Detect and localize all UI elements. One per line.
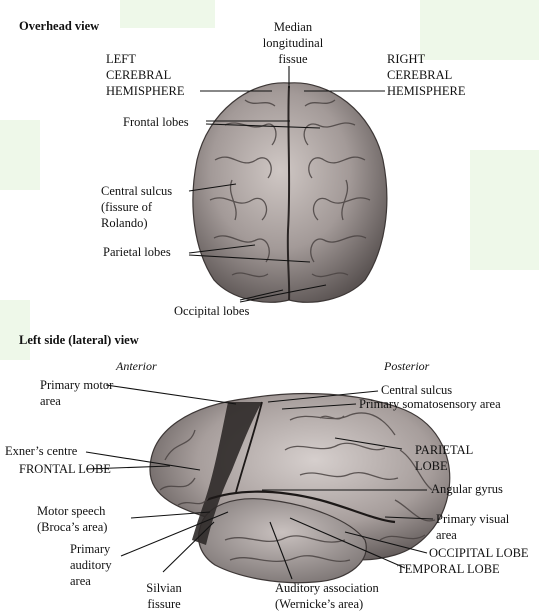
primary-visual-area-label: Primary visual area bbox=[436, 511, 509, 543]
anterior-label: Anterior bbox=[116, 359, 157, 374]
central-sulcus-lateral-label: Central sulcus bbox=[381, 383, 452, 398]
left-hemisphere-label: LEFT CEREBRAL HEMISPHERE bbox=[106, 51, 184, 99]
parietal-lobe-label: PARIETAL LOBE bbox=[415, 442, 473, 474]
silvian-fissure-label: Silvian fissure bbox=[136, 580, 192, 612]
central-sulcus-label: Central sulcus (fissure of Rolando) bbox=[101, 183, 172, 231]
auditory-association-label: Auditory association (Wernicke’s area) bbox=[275, 580, 379, 612]
primary-auditory-area-label: Primary auditory area bbox=[70, 541, 112, 589]
somatosensory-area-label: Primary somatosensory area bbox=[359, 397, 501, 412]
motor-speech-label: Motor speech (Broca’s area) bbox=[37, 503, 107, 535]
lateral-view-title: Left side (lateral) view bbox=[19, 333, 139, 348]
exners-centre-label: Exner’s centre bbox=[5, 444, 77, 459]
right-hemisphere-label: RIGHT CEREBRAL HEMISPHERE bbox=[387, 51, 465, 99]
temporal-lobe-label: TEMPORAL LOBE bbox=[397, 562, 500, 577]
frontal-lobes-label: Frontal lobes bbox=[123, 115, 189, 130]
occipital-lobes-label: Occipital lobes bbox=[174, 304, 249, 319]
frontal-lobe-label: FRONTAL LOBE bbox=[19, 462, 111, 477]
parietal-lobes-label: Parietal lobes bbox=[103, 245, 171, 260]
posterior-label: Posterior bbox=[384, 359, 429, 374]
lateral-brain bbox=[150, 394, 450, 583]
median-fissure-label: Median longitudinal fissue bbox=[257, 19, 329, 67]
occipital-lobe-label: OCCIPITAL LOBE bbox=[429, 546, 529, 561]
angular-gyrus-label: Angular gyrus bbox=[431, 482, 503, 497]
overhead-view-title: Overhead view bbox=[19, 19, 99, 34]
overhead-brain bbox=[193, 83, 387, 302]
primary-motor-area-label: Primary motor area bbox=[40, 377, 113, 409]
